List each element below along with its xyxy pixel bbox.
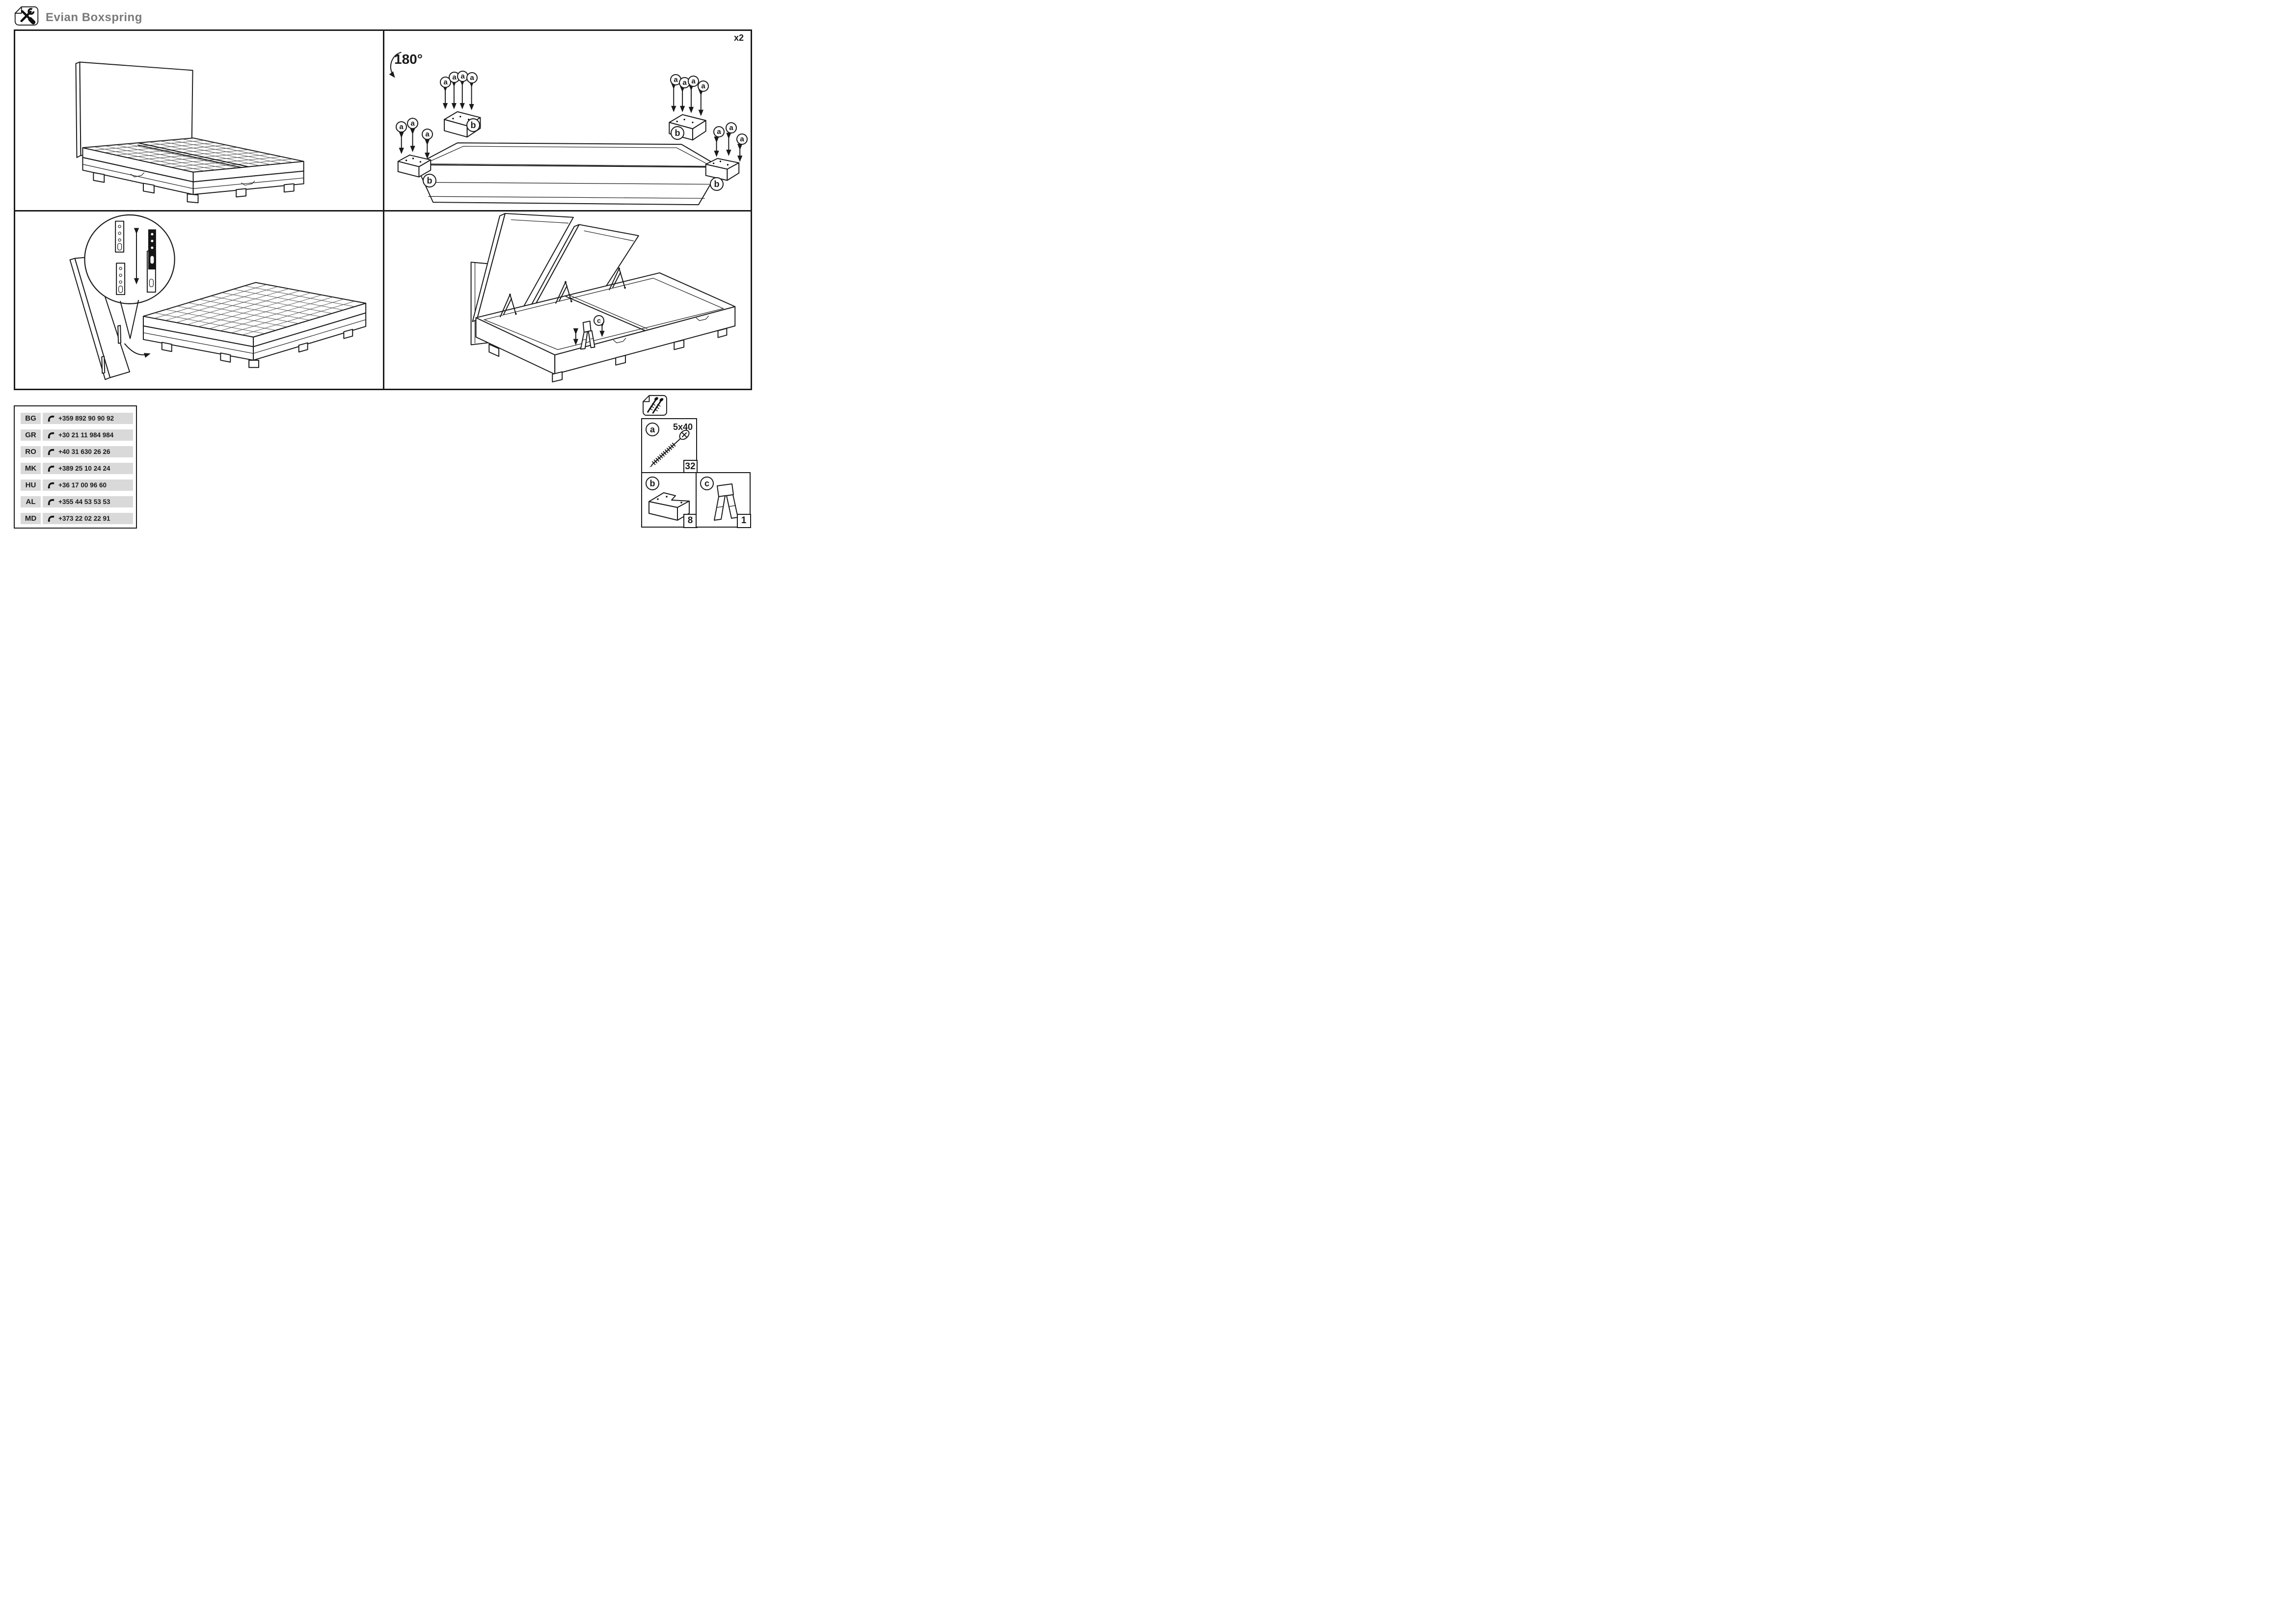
country-code: RO (21, 446, 41, 457)
phone-number: +359 892 90 90 92 (43, 413, 133, 424)
part-a-label: a (646, 423, 659, 436)
country-code: MD (21, 513, 41, 524)
screw-a-label: a (698, 80, 709, 92)
country-code: MK (21, 463, 41, 474)
screw-a-label: a (713, 126, 725, 137)
part-a-screw-box: a 5x40 32 (641, 418, 698, 474)
phone-handset-icon (48, 499, 54, 505)
part-c-label: c (700, 477, 714, 490)
screw-a-label: a (726, 122, 737, 133)
hardware-bag-icon (642, 394, 668, 419)
page-title: Evian Boxspring (46, 11, 142, 24)
screw-a-label: a (679, 77, 690, 88)
step1-assembled-bed-diagram (15, 31, 383, 210)
part-b-label: b (646, 477, 659, 490)
screw-a-label: a (440, 77, 451, 88)
part-c-clip-box: c 1 (696, 472, 751, 528)
phone-handset-icon (48, 415, 54, 422)
leg-b-label: b (710, 177, 724, 191)
screw-5x40-drawing (649, 429, 690, 468)
open-storage-drawing (470, 213, 736, 383)
flipped-base-drawing (389, 52, 743, 206)
leg-b-label: b (671, 126, 684, 140)
phone-number: +355 44 53 53 53 (43, 496, 133, 507)
corner-leg-drawing (648, 492, 690, 521)
screw-a-label: a (396, 121, 407, 133)
part-a-size: 5x40 (673, 422, 693, 432)
grid-horizontal-divider (15, 210, 751, 212)
leg-b-label: b (466, 118, 480, 132)
step4-storage-lift-diagram: c (384, 212, 751, 389)
clip-c-label: c (594, 315, 604, 326)
rotate-180-label: 180° (394, 52, 423, 67)
clip-drawing (714, 483, 738, 521)
screw-a-label: a (688, 76, 699, 87)
phone-handset-icon (48, 515, 54, 522)
step3-headboard-mounting-diagram (15, 212, 383, 389)
phone-handset-icon (48, 432, 54, 438)
country-code: BG (21, 413, 41, 424)
instruction-steps-grid: 180° x2 a a a a a a a a a a a a a a b b … (14, 29, 752, 390)
phone-handset-icon (48, 482, 54, 488)
screw-a-label: a (422, 129, 433, 140)
screw-a-label: a (736, 133, 748, 145)
part-b-leg-box: b 8 (641, 472, 698, 528)
part-a-quantity: 32 (683, 459, 698, 474)
leg-b-label: b (423, 174, 436, 187)
grid-vertical-divider (383, 31, 384, 389)
country-code: GR (21, 429, 41, 441)
phone-handset-icon (48, 465, 54, 472)
screw-a-label: a (407, 118, 418, 129)
step2-attach-legs-diagram: 180° x2 a a a a a a a a a a a a a a b b … (384, 31, 751, 210)
part-c-quantity: 1 (736, 513, 751, 528)
assembled-boxspring-drawing (75, 61, 304, 204)
headboard-bracket-drawing (69, 214, 367, 380)
part-b-quantity: 8 (683, 513, 698, 528)
tools-document-icon (14, 5, 39, 29)
phone-number: +30 21 11 984 984 (43, 429, 133, 441)
phone-number: +389 25 10 24 24 (43, 463, 133, 474)
support-hotline-table: BG +359 892 90 90 92 GR +30 21 11 984 98… (14, 405, 137, 529)
phone-handset-icon (48, 449, 54, 455)
phone-number: +36 17 00 96 60 (43, 479, 133, 491)
phone-number: +373 22 02 22 91 (43, 513, 133, 524)
repeat-x2-label: x2 (734, 33, 744, 43)
screw-a-label: a (466, 72, 478, 83)
country-code: AL (21, 496, 41, 507)
assembly-instruction-page: Evian Boxspring (0, 0, 765, 541)
country-code: HU (21, 479, 41, 491)
phone-number: +40 31 630 26 26 (43, 446, 133, 457)
